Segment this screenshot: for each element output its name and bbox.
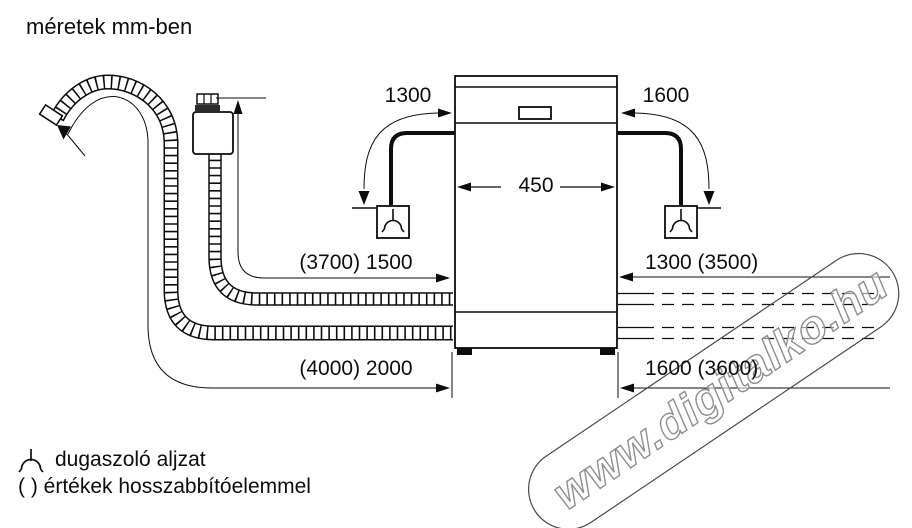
outlet-dimension-right xyxy=(620,383,890,393)
socket-symbol-icon xyxy=(669,209,693,233)
watermark-capsule xyxy=(527,252,900,528)
dimension-supply-hose-left: (3700) 1500 xyxy=(299,251,413,274)
water-tap-valve-icon xyxy=(192,93,234,155)
supply-hose xyxy=(208,152,453,306)
door-handle xyxy=(518,106,552,120)
page-title: méretek mm-ben xyxy=(26,14,193,39)
power-cord-left xyxy=(389,131,455,205)
cord-dimension-left xyxy=(352,108,452,209)
right-foot xyxy=(600,348,615,355)
cord-dimension-right xyxy=(621,108,721,209)
socket-symbol-icon xyxy=(18,449,44,473)
left-foot xyxy=(457,348,472,355)
drain-hose-dimension xyxy=(67,96,450,393)
dishwasher-outline xyxy=(454,75,618,355)
aquastop-valve-body xyxy=(192,111,234,155)
supply-hose-dimension xyxy=(216,97,450,283)
dimension-outlet-hose-right: 1600 (3600) xyxy=(645,357,759,380)
power-cord-right xyxy=(617,131,683,205)
dimension-power-cord-right: 1600 xyxy=(642,84,690,107)
drain-hose xyxy=(38,74,453,341)
legend: dugaszoló aljzat ( ) értékek hosszabbító… xyxy=(16,446,311,499)
tap-flange xyxy=(195,105,220,111)
width-dimension xyxy=(457,182,615,192)
dimension-drain-hose-left: (4000) 2000 xyxy=(299,357,413,380)
inlet-dimension-right xyxy=(619,272,890,282)
socket-symbol-icon xyxy=(381,209,405,233)
drain-outlet-arrow-icon xyxy=(57,125,71,140)
legend-socket-label: dugaszoló aljzat xyxy=(55,448,206,471)
power-socket-left xyxy=(376,205,410,239)
dimension-inlet-hose-right: 1300 (3500) xyxy=(645,251,759,274)
legend-extension-note: ( ) értékek hosszabbítóelemmel xyxy=(18,475,311,498)
dimension-appliance-width: 450 xyxy=(518,174,554,197)
dimension-power-cord-left: 1300 xyxy=(384,84,432,107)
dashed-hoses-right xyxy=(618,292,882,340)
power-socket-right xyxy=(664,205,698,239)
drain-hose-end-cap xyxy=(38,103,64,127)
